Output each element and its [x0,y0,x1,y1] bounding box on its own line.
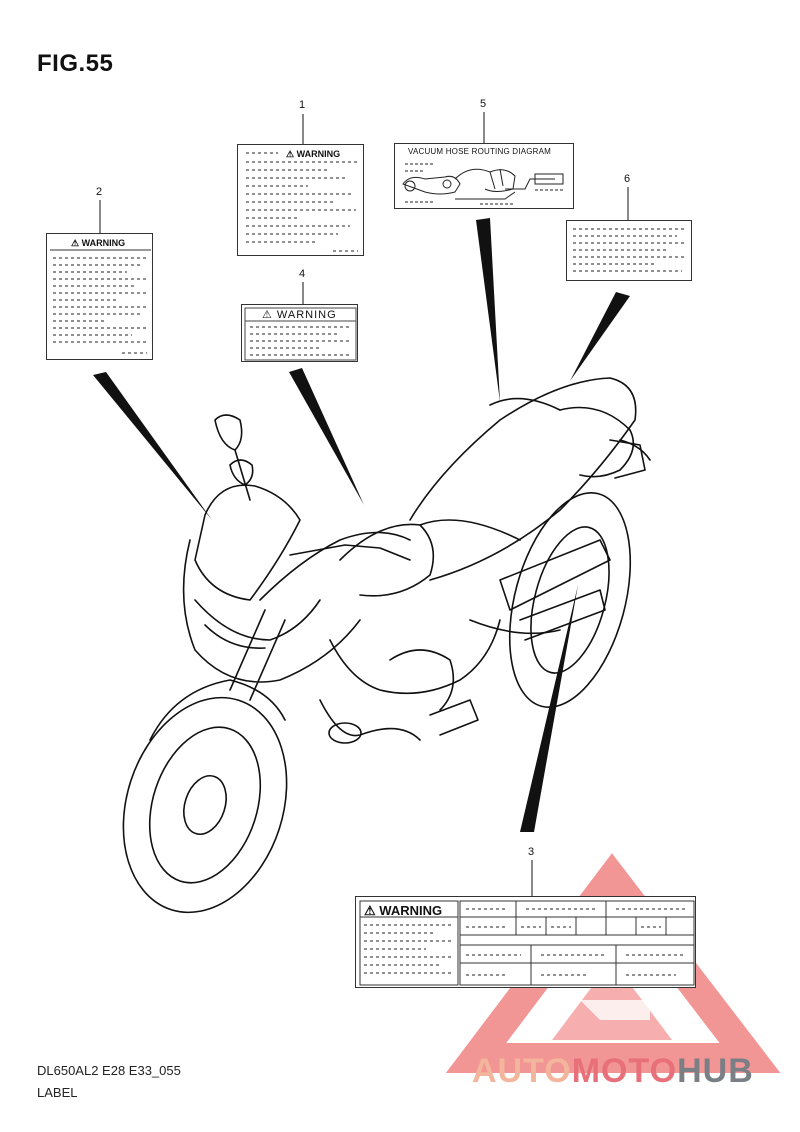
warning-title: ⚠ WARNING [364,903,443,918]
motorcycle-illustration [122,377,651,914]
callout-5: 5 [480,98,487,110]
vacuum-routing-drawing [402,163,564,205]
callout-6: 6 [624,173,631,185]
warning-label-4[interactable]: ⚠ WARNING [241,304,358,362]
pointer-label-5 [476,218,500,402]
watermark-part-hub: HUB [677,1052,754,1090]
watermark-part-auto: AUTO [472,1052,572,1090]
figure-title: FIG.55 [37,50,114,77]
warning-text-lines [244,307,357,361]
warning-text-lines [246,152,358,252]
pointer-label-2 [93,372,212,520]
callout-1: 1 [299,99,306,111]
vacuum-diagram-title: VACUUM HOSE ROUTING DIAGRAM [408,147,552,156]
tire-table-lines [359,900,695,986]
callout-4: 4 [299,268,306,280]
callout-2: 2 [96,186,103,198]
tire-warning-label-3[interactable]: ⚠ WARNING [355,896,696,988]
info-label-6[interactable] [566,220,692,281]
warning-label-2[interactable]: ⚠ WARNING [46,233,153,360]
warning-title: ⚠ WARNING [262,309,337,321]
warning-label-1[interactable]: ⚠ WARNING [237,144,364,256]
warning-title: ⚠ WARNING [71,238,126,248]
watermark-part-moto: MOTO [571,1052,678,1090]
pointer-label-4 [289,368,364,505]
info-text-lines [573,228,687,272]
diagram-code: DL650AL2 E28 E33_055 [37,1063,181,1078]
pointer-label-3 [520,585,578,832]
callout-3: 3 [528,846,535,858]
watermark-brand: AUTOMOTOHUB [472,1052,754,1091]
diagram-caption: LABEL [37,1085,78,1100]
warning-title: ⚠ WARNING [286,149,341,159]
pointer-label-6 [570,292,630,381]
warning-text-lines [50,249,151,354]
vacuum-hose-label-5[interactable]: VACUUM HOSE ROUTING DIAGRAM [394,143,574,209]
